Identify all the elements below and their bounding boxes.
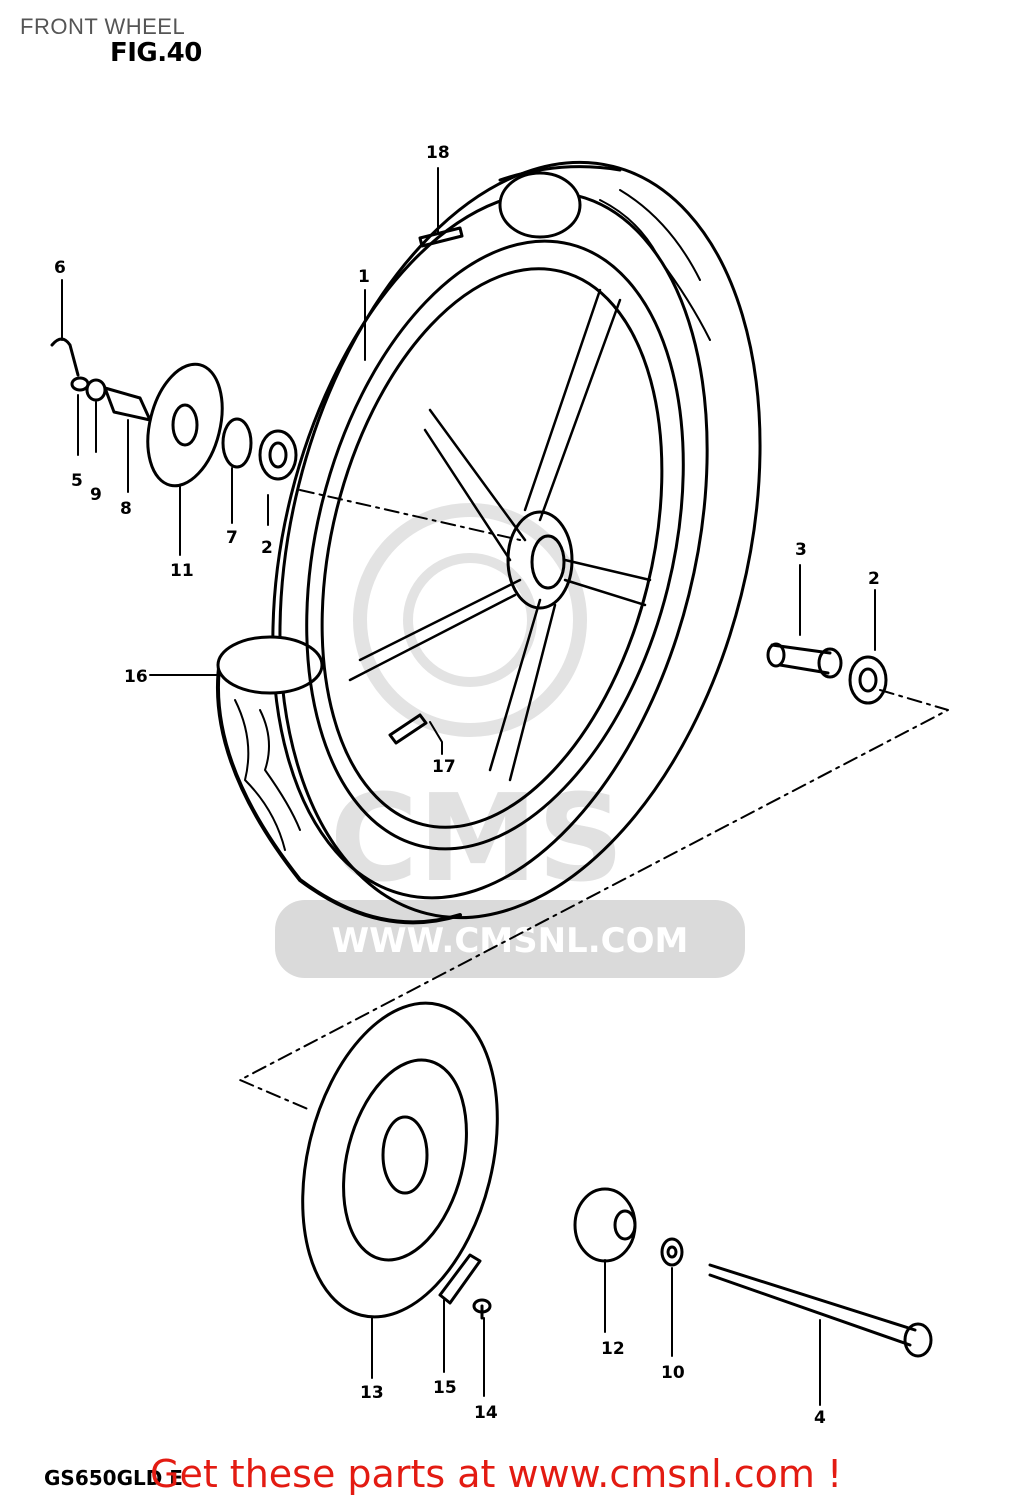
callout-14: 14 — [474, 1403, 498, 1423]
front-axle — [708, 1263, 933, 1358]
washer — [660, 1237, 684, 1267]
callout-2-right: 2 — [868, 569, 880, 589]
callout-12: 12 — [601, 1339, 625, 1359]
disc-bolt-parts — [438, 1253, 492, 1320]
callout-2-left: 2 — [261, 538, 273, 558]
callout-13: 13 — [360, 1383, 384, 1403]
callout-10: 10 — [661, 1363, 685, 1383]
callout-9: 9 — [90, 485, 102, 505]
watermark-url: WWW.CMSNL.COM — [332, 921, 689, 961]
callout-labels: 1 2 3 2 4 5 6 7 8 9 10 11 12 13 14 15 16… — [54, 143, 880, 1428]
axle-center-line — [239, 489, 949, 1111]
right-hub-parts — [766, 642, 888, 705]
callout-11: 11 — [170, 561, 194, 581]
wheel-hub — [506, 510, 574, 610]
diagram-caption: FRONT WHEEL — [20, 14, 186, 39]
wheel-spokes — [348, 288, 652, 782]
balance-weight — [418, 226, 464, 248]
callout-4: 4 — [814, 1408, 826, 1428]
brake-disc — [301, 1001, 499, 1319]
callout-17: 17 — [432, 757, 456, 777]
callout-5: 5 — [71, 471, 83, 491]
left-hub-parts — [50, 337, 298, 488]
callout-3: 3 — [795, 540, 807, 560]
callout-18: 18 — [426, 143, 450, 163]
callout-15: 15 — [433, 1378, 457, 1398]
tire — [215, 160, 762, 925]
model-code: GS650GLD E — [44, 1466, 183, 1490]
callout-8: 8 — [120, 499, 132, 519]
rim — [305, 239, 685, 851]
callout-16: 16 — [124, 667, 148, 687]
callout-6: 6 — [54, 258, 66, 278]
callout-7: 7 — [226, 528, 238, 548]
speedometer-gearbox — [573, 1187, 637, 1263]
callout-1: 1 — [358, 267, 370, 287]
figure-number: FIG.40 — [110, 38, 202, 68]
valve — [388, 713, 428, 745]
leader-lines — [61, 167, 876, 1406]
promo-link[interactable]: Get these parts at www.cmsnl.com ! — [150, 1452, 843, 1496]
